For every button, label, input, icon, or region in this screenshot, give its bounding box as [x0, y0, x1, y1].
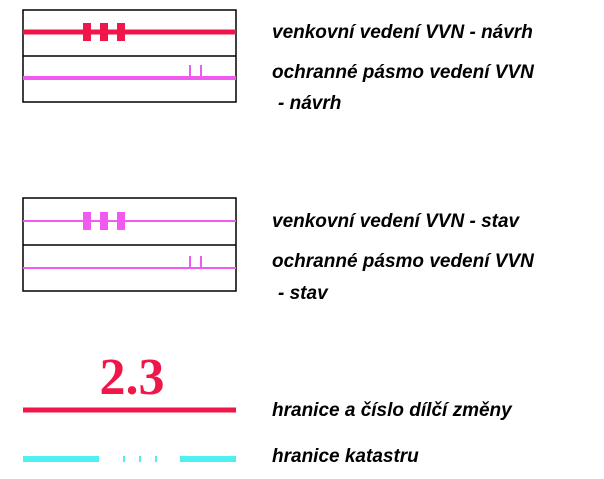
overhead-line-proposal-symbol: [23, 23, 236, 41]
label-change-boundary: hranice a číslo dílčí změny: [272, 400, 512, 421]
label-protection-zone-existing-2: - stav: [278, 283, 328, 304]
overhead-line-existing-symbol: [23, 212, 236, 230]
change-boundary-symbol: 2.3: [23, 349, 236, 413]
protection-zone-proposal-symbol: [23, 65, 236, 80]
label-protection-zone-existing-1: ochranné pásmo vedení VVN: [272, 251, 534, 272]
change-number: 2.3: [100, 349, 165, 406]
legend-box-proposal: [22, 9, 237, 103]
label-protection-zone-proposal-1: ochranné pásmo vedení VVN: [272, 62, 534, 83]
label-cadastre-boundary: hranice katastru: [272, 446, 419, 467]
cadastre-boundary-symbol: [23, 456, 236, 462]
legend-box-existing: [22, 197, 237, 292]
label-protection-zone-proposal-2: - návrh: [278, 93, 342, 114]
label-overhead-line-proposal: venkovní vedení VVN - návrh: [272, 22, 533, 43]
protection-zone-existing-symbol: [23, 256, 236, 269]
label-overhead-line-existing: venkovní vedení VVN - stav: [272, 211, 520, 232]
